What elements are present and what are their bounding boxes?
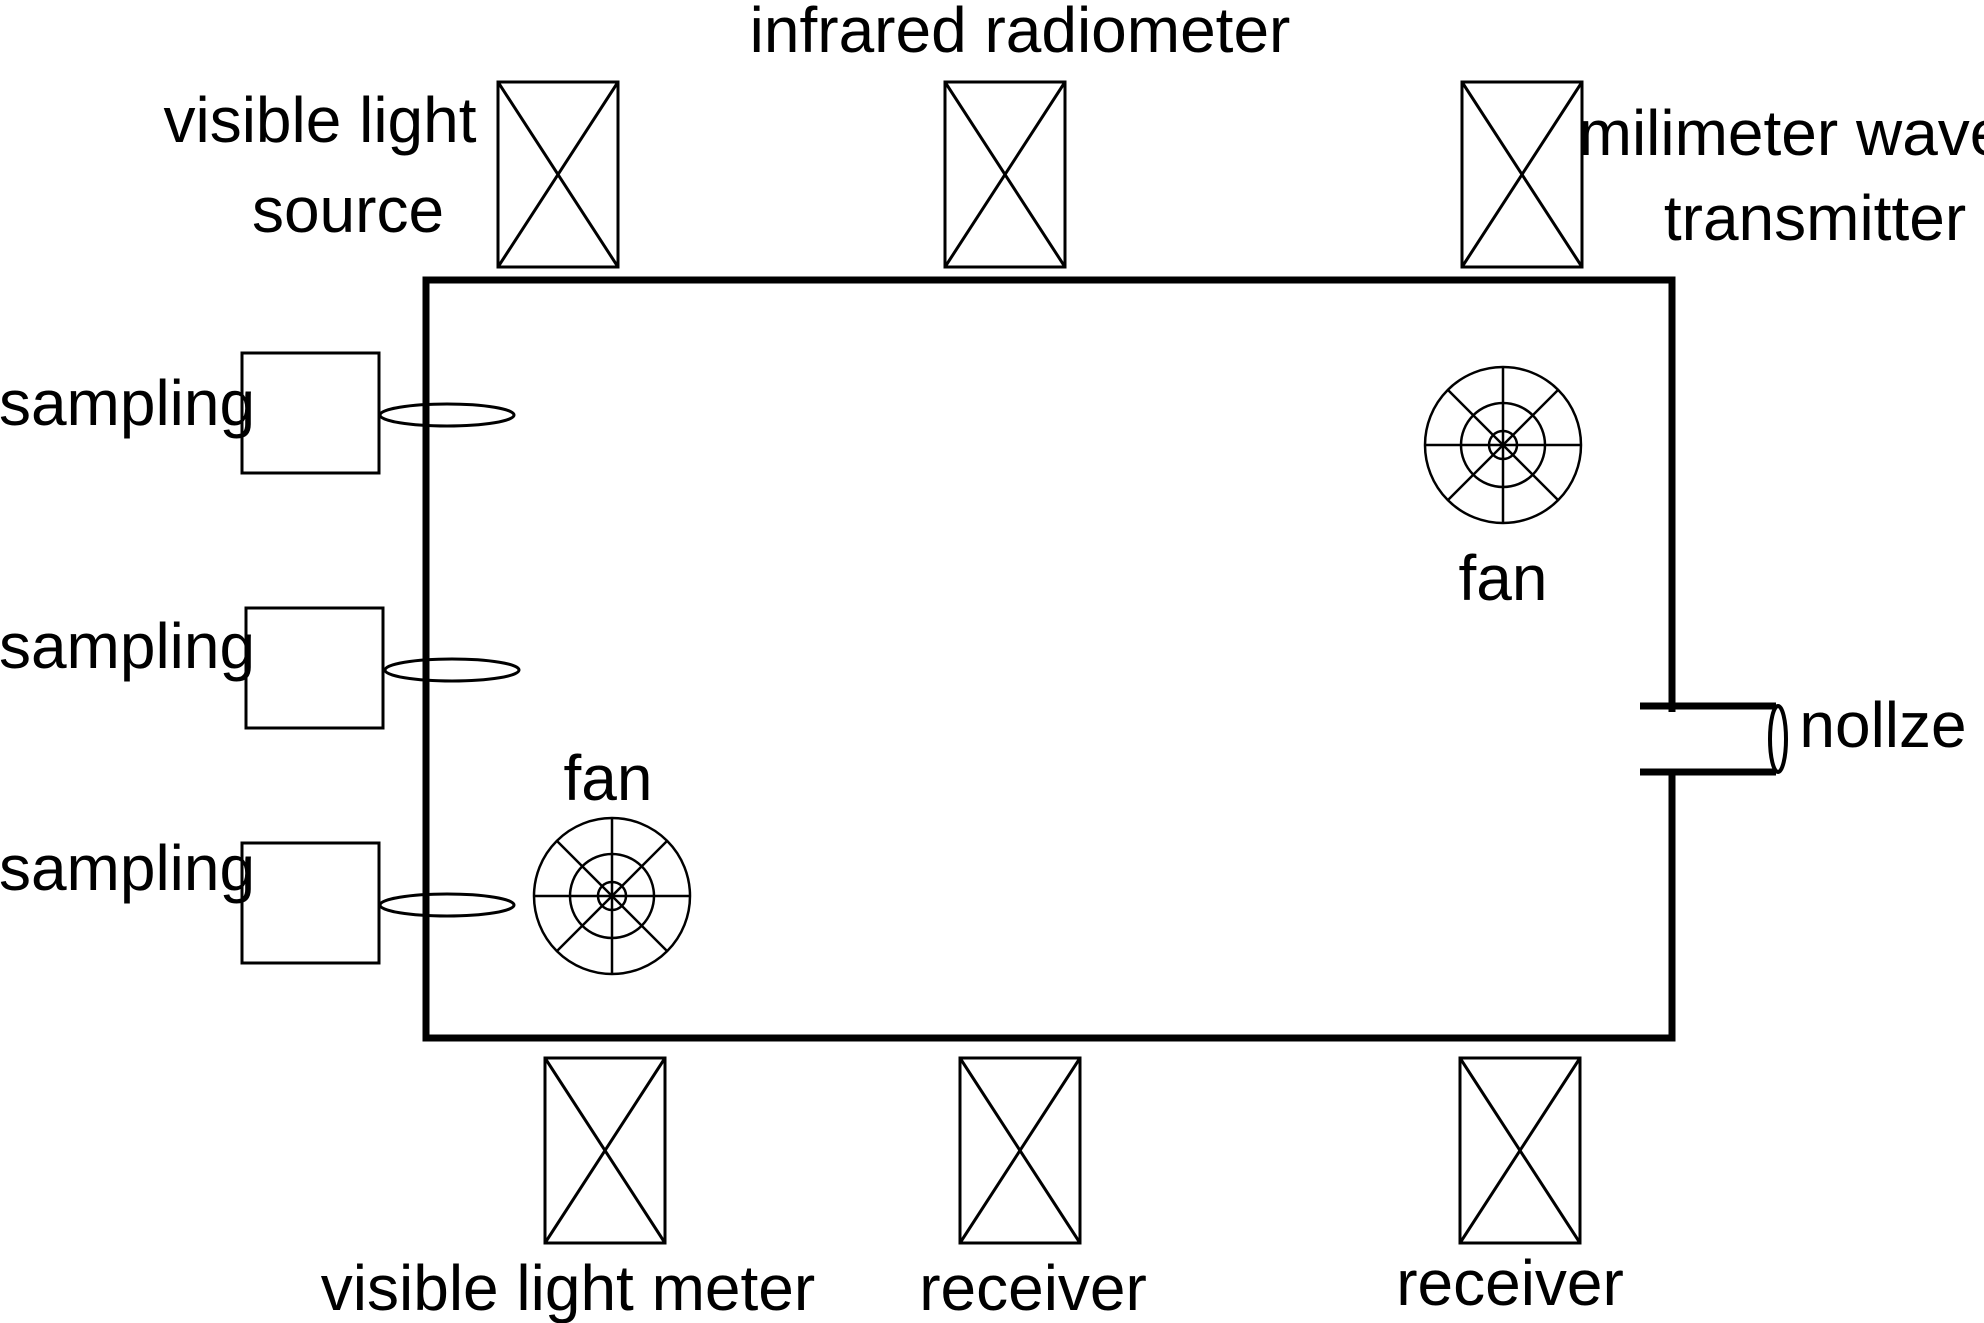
label-infrared-radiometer: infrared radiometer [750,0,1291,66]
instrument-box-receiver-1 [958,1056,1082,1245]
label-milimeter-wave-line2: transmitter [1664,182,1966,254]
label-fan-bottom: fan [564,742,653,814]
fan-icon-bottom [532,816,692,976]
label-sampling-2: sampling [0,610,255,682]
nozzle-pipe [1640,702,1788,776]
instrument-box-visible-light-source [496,80,620,269]
label-sampling-1: sampling [0,367,255,439]
instrument-box-infrared-radiometer [943,80,1067,269]
fan-icon-top [1423,365,1583,525]
instrument-box-visible-light-meter [543,1056,667,1245]
label-visible-light-meter: visible light meter [321,1252,815,1323]
label-receiver-2: receiver [1396,1247,1624,1319]
sampling-unit-3 [240,841,516,965]
label-sampling-3: sampling [0,832,255,904]
label-nozzle: nollze [1799,689,1966,761]
sampling-unit-2 [244,606,521,730]
label-visible-light-source-line2: source [252,174,444,246]
label-milimeter-wave-line1: milimeter wave [1579,97,1984,169]
instrument-box-receiver-2 [1458,1056,1582,1245]
instrument-box-milimeter-wave-transmitter [1460,80,1584,269]
label-receiver-1: receiver [919,1252,1147,1323]
label-fan-top: fan [1459,542,1548,614]
sampling-unit-1 [240,351,516,475]
label-visible-light-source-line1: visible light [163,84,476,156]
